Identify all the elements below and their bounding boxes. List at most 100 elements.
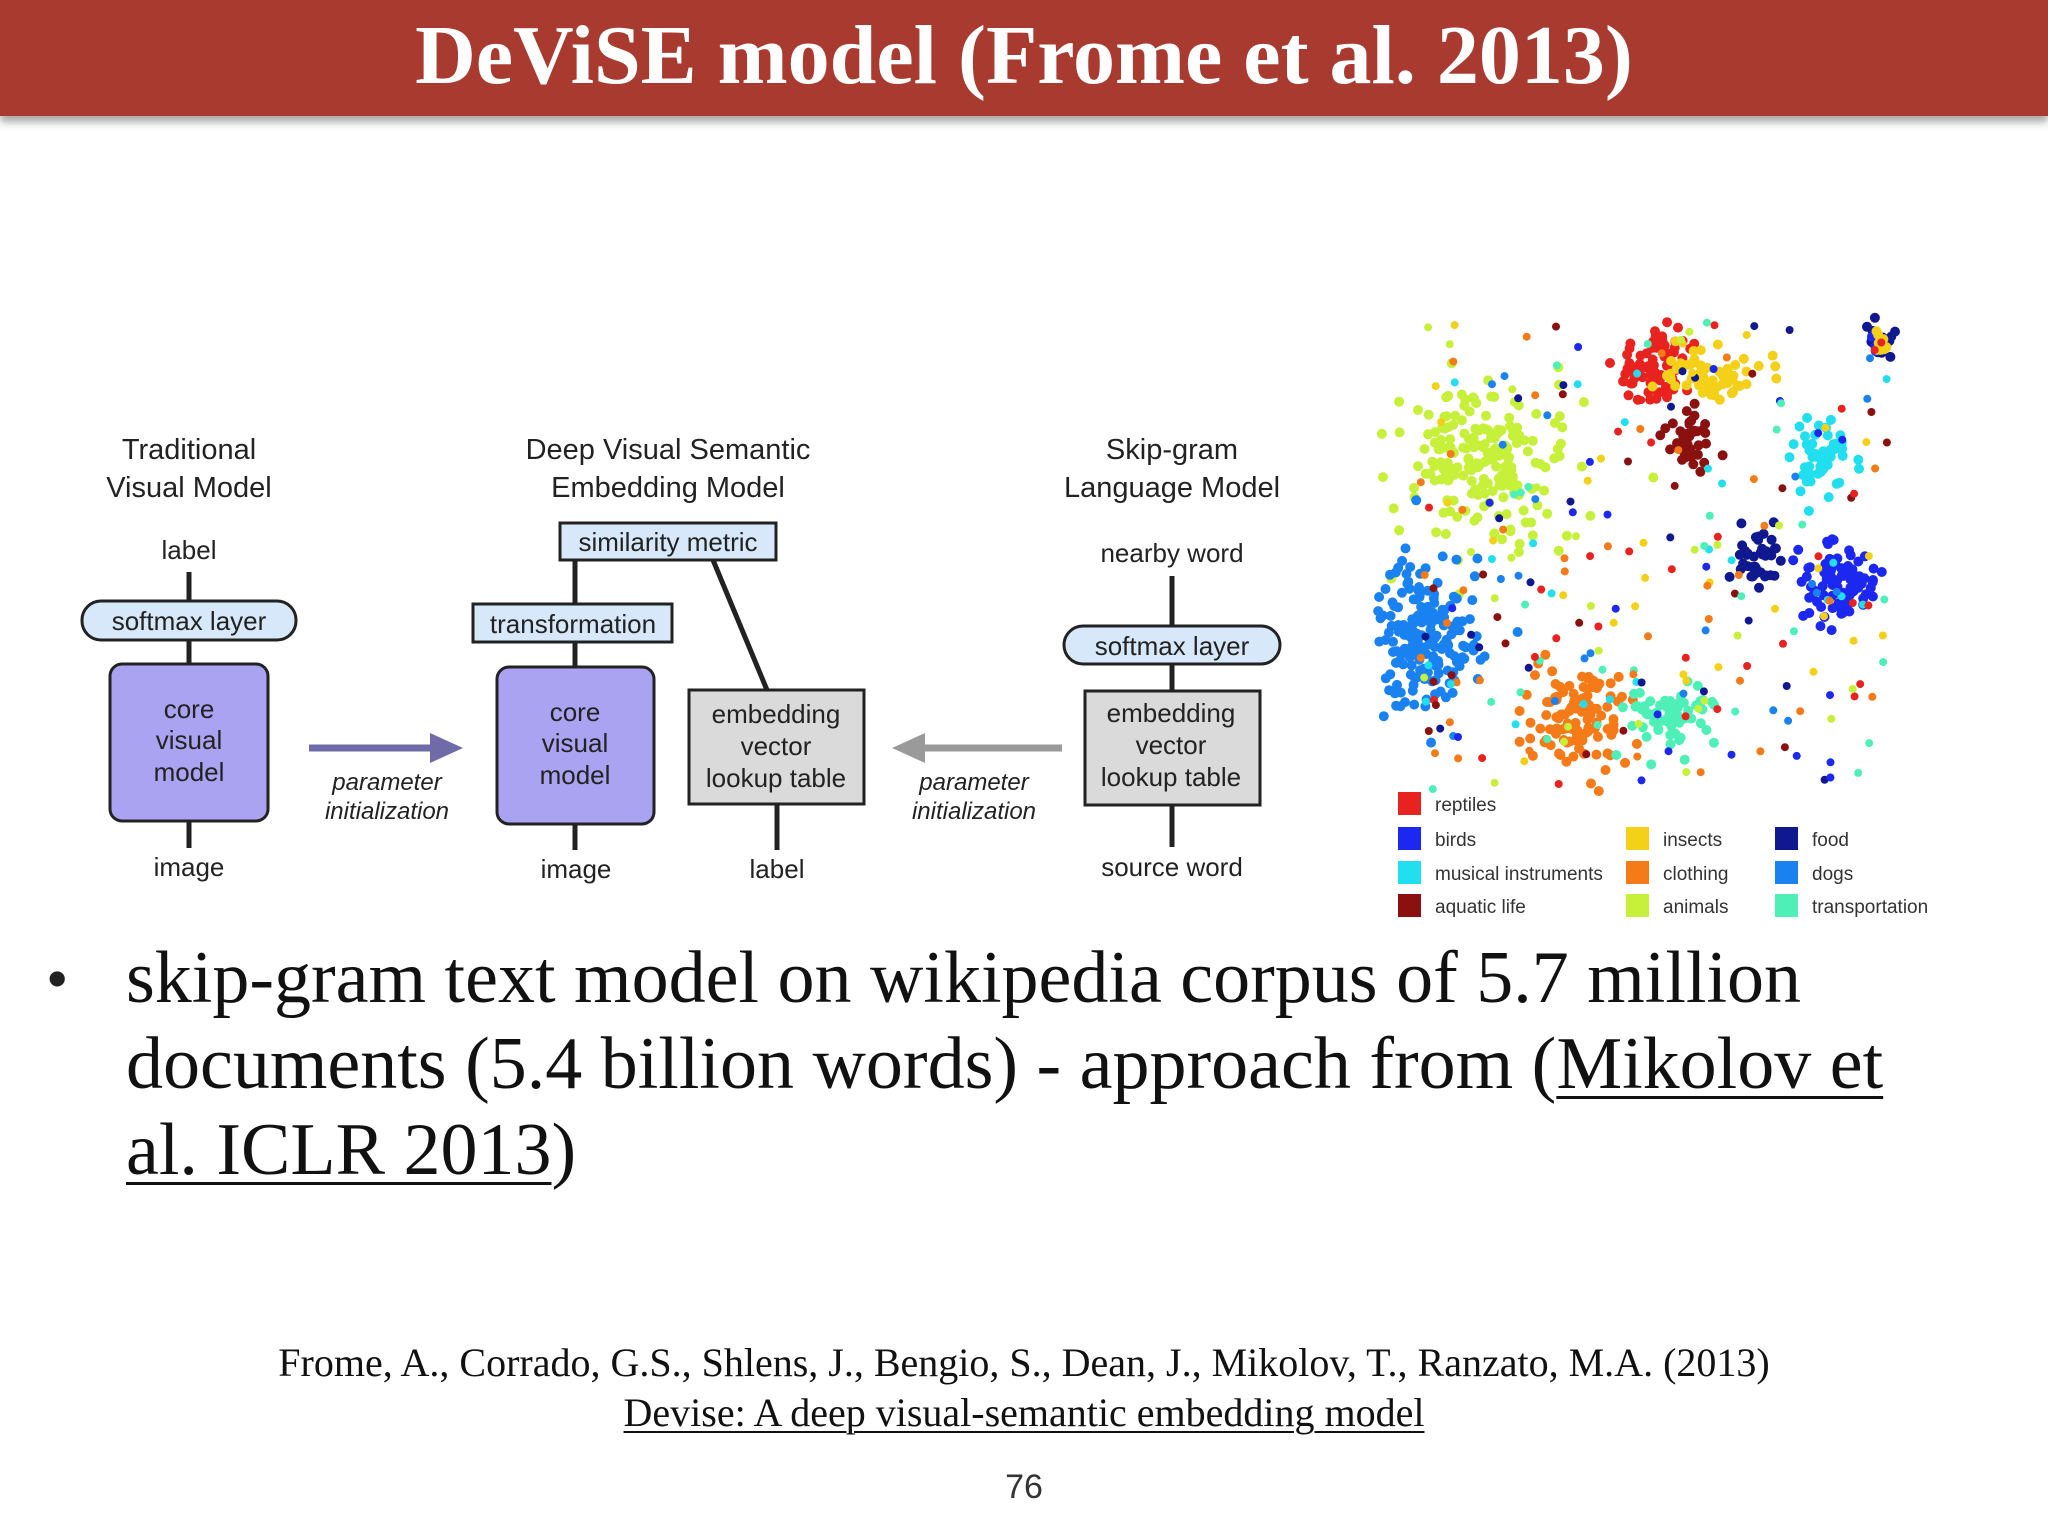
scatter-point — [1663, 712, 1674, 723]
scatter-point — [1499, 525, 1508, 534]
scatter-point — [1560, 567, 1569, 576]
scatter-point — [1647, 381, 1658, 392]
scatter-point — [1537, 585, 1546, 594]
scatter-point — [1420, 571, 1429, 579]
scatter-point — [1870, 346, 1879, 355]
scatter-point — [1782, 682, 1791, 690]
scatter-point — [1641, 573, 1650, 582]
scatter-point — [1730, 589, 1739, 598]
scatter-point — [1743, 662, 1752, 670]
scatter-point — [1598, 665, 1607, 674]
scatter-point — [1513, 400, 1524, 411]
scatter-point — [1678, 367, 1687, 376]
scatter-point — [1433, 668, 1444, 679]
scatter-point — [1695, 466, 1706, 477]
scatter-point — [1633, 369, 1642, 378]
scatter-point — [1753, 534, 1764, 545]
scatter-point — [1802, 412, 1813, 423]
scatter-point — [1577, 735, 1588, 746]
scatter-point — [1835, 443, 1846, 454]
scatter-point — [1405, 669, 1416, 680]
scatter-point — [1593, 721, 1602, 729]
scatter-point — [1596, 710, 1607, 721]
traditional-title-line1: Traditional — [122, 434, 256, 466]
scatter-point — [1532, 483, 1541, 492]
scatter-point — [1862, 438, 1871, 447]
scatter-point — [1695, 718, 1706, 729]
scatter-point — [1684, 420, 1693, 429]
scatter-point — [1603, 542, 1612, 551]
scatter-point — [1647, 357, 1658, 368]
scatter-point — [1820, 612, 1828, 621]
scatter-point — [1428, 785, 1437, 794]
paper-title-link[interactable]: Devise: A deep visual-semantic embedding… — [623, 1390, 1425, 1435]
scatter-point — [1393, 620, 1404, 631]
bullet-text-main: skip-gram text model on wikipedia corpus… — [126, 937, 1802, 1105]
mikolov-link[interactable]: Mikolov et al. ICLR 2013 — [126, 1023, 1884, 1191]
scatter-point — [1826, 625, 1837, 636]
scatter-point — [1437, 641, 1447, 652]
title-bar: DeViSE model (Frome et al. 2013) — [0, 0, 2048, 116]
scatter-point — [1667, 402, 1675, 411]
scatter-point — [1443, 498, 1452, 507]
left-arrow-label-line2: initialization — [325, 798, 449, 825]
scatter-point — [1775, 555, 1786, 566]
scatter-point — [1427, 456, 1438, 467]
scatter-point — [1497, 469, 1508, 480]
scatter-point — [1606, 729, 1617, 740]
skipgram-title-line1: Skip-gram — [1106, 434, 1238, 466]
scatter-point — [1882, 375, 1891, 384]
scatter-point — [1559, 591, 1568, 600]
scatter-point — [1844, 606, 1855, 617]
scatter-point — [1409, 617, 1419, 628]
scatter-point — [1559, 381, 1568, 390]
scatter-point — [1586, 602, 1595, 610]
scatter-point — [1617, 702, 1628, 713]
scatter-point — [1873, 329, 1884, 340]
scatter-point — [1701, 725, 1712, 735]
scatter-point — [1560, 554, 1569, 563]
scatter-point — [1463, 453, 1474, 464]
scatter-point — [1559, 709, 1570, 720]
scatter-point — [1645, 394, 1656, 405]
scatter-point — [1694, 380, 1704, 391]
legend-item: reptiles — [1398, 792, 1496, 816]
scatter-point — [1700, 419, 1711, 429]
scatter-point — [1564, 722, 1572, 731]
bullet-text-close: ) — [551, 1109, 577, 1191]
scatter-point — [1564, 680, 1575, 691]
scatter-point — [1602, 701, 1613, 712]
scatter-point — [1514, 538, 1525, 549]
scatter-point — [1709, 365, 1718, 373]
scatter-point — [1825, 414, 1836, 425]
scatter-point — [1554, 451, 1565, 461]
skipgram-embed-line2: vector — [1136, 730, 1207, 760]
scatter-point — [1823, 492, 1834, 503]
scatter-point — [1458, 442, 1469, 453]
scatter-point — [1668, 347, 1679, 358]
scatter-point — [1400, 648, 1411, 658]
devise-label-text: label — [750, 854, 805, 884]
scatter-point — [1574, 343, 1583, 351]
scatter-point — [1682, 768, 1691, 777]
scatter-point — [1685, 327, 1694, 336]
scatter-point — [1634, 687, 1645, 698]
scatter-point — [1678, 431, 1689, 442]
scatter-point — [1449, 357, 1458, 366]
scatter-point — [1832, 587, 1841, 596]
scatter-point — [1409, 699, 1420, 710]
scatter-point — [1717, 450, 1728, 461]
scatter-point — [1731, 707, 1740, 716]
scatter-point — [1751, 563, 1761, 574]
scatter-point — [1456, 415, 1467, 426]
scatter-point — [1493, 613, 1502, 622]
traditional-image-text: image — [154, 852, 225, 882]
scatter-point — [1748, 369, 1757, 378]
legend-label: birds — [1435, 830, 1476, 851]
scatter-point — [1823, 572, 1834, 583]
legend-item: musical instruments — [1398, 861, 1603, 885]
scatter-point — [1443, 619, 1451, 627]
scatter-point — [1443, 390, 1454, 401]
scatter-point — [1424, 661, 1433, 670]
scatter-point — [1530, 670, 1540, 681]
